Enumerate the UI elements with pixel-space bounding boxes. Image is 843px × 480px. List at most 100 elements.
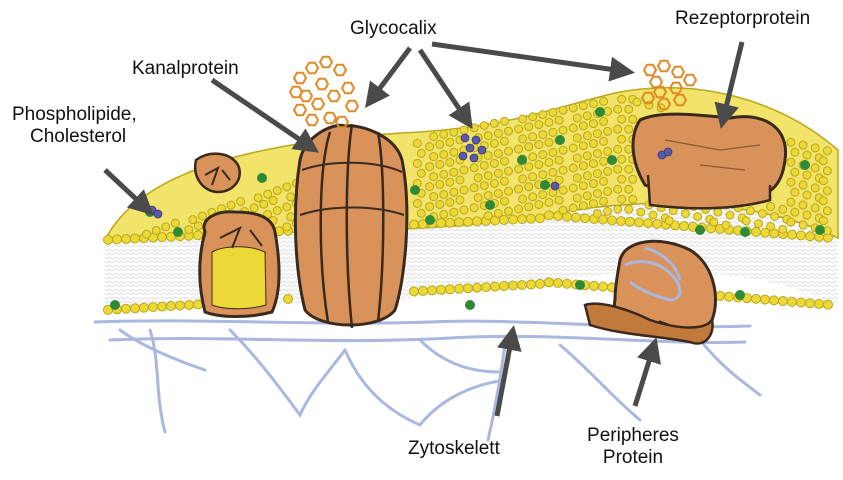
lipid-head (629, 195, 637, 203)
lipid-head (589, 160, 597, 168)
lipid-head (417, 209, 425, 217)
lipid-head (494, 209, 502, 217)
lipid-head (799, 181, 807, 189)
label-glycocalix: Glycocalix (350, 18, 437, 40)
lipid-head (549, 148, 557, 156)
lipid-head (545, 278, 554, 287)
lipid-head (599, 282, 608, 291)
lipid-head (504, 167, 512, 175)
arrow-peripheres (635, 342, 655, 406)
lipid-head (536, 279, 545, 288)
lipid-head (614, 105, 622, 113)
cholesterol-dot (173, 227, 183, 237)
lipid-head (470, 204, 478, 212)
lipid-head (436, 140, 444, 148)
lipid-head (430, 133, 438, 141)
glycocalix-unit (461, 134, 469, 142)
lipid-head (283, 183, 291, 191)
lipid-head (779, 225, 787, 233)
receptor-protein (633, 114, 786, 208)
lipid-head (491, 282, 500, 291)
lipid-head (198, 212, 206, 220)
lipid-head (573, 114, 581, 122)
lipid-head (549, 128, 557, 136)
lipid-head (618, 115, 626, 123)
lipid-head (600, 177, 608, 185)
lipid-head (758, 210, 766, 218)
lipid-head (525, 143, 533, 151)
lipid-head (535, 201, 543, 209)
lipid-head (549, 168, 557, 176)
lipid-head (797, 298, 806, 307)
lipid-head (494, 149, 502, 157)
lipid-head (284, 295, 293, 304)
lipid-head (473, 217, 482, 226)
lipid-head (771, 212, 779, 220)
lipid-head (653, 219, 662, 228)
glycocalix-ring (684, 75, 696, 85)
cholesterol-dot (485, 200, 495, 210)
arrow-glycocalix-1 (368, 48, 410, 104)
lipid-head (823, 167, 831, 175)
lipid-head (430, 153, 438, 161)
lipid-head (417, 149, 425, 157)
lipid-head (618, 175, 626, 183)
lipid-head (819, 157, 827, 165)
lipid-head (625, 125, 633, 133)
lipid-head (473, 283, 482, 292)
lipid-head (450, 208, 458, 216)
lipid-head (494, 169, 502, 177)
lipid-head (725, 292, 734, 301)
lipid-head (484, 172, 492, 180)
lipid-head (573, 134, 581, 142)
lipid-head (515, 205, 523, 213)
cholesterol-dot (800, 160, 810, 170)
lipid-head (752, 294, 761, 303)
lipid-head (787, 218, 795, 226)
lipid-head (519, 175, 527, 183)
lipid-head (583, 152, 591, 160)
lipid-head (269, 197, 277, 205)
lipid-head (446, 285, 455, 294)
lipid-head (770, 296, 779, 305)
lipid-head (600, 117, 608, 125)
lipid-head (426, 203, 434, 211)
lipid-head (791, 168, 799, 176)
lipid-head (637, 208, 645, 216)
lipid-head (484, 152, 492, 160)
cholesterol-dot (410, 185, 420, 195)
lipid-head (227, 201, 235, 209)
lipid-head (484, 212, 492, 220)
lipid-head (545, 118, 553, 126)
lipid-head (583, 192, 591, 200)
lipid-head (519, 115, 527, 123)
lipid-head (681, 210, 689, 218)
lipid-head (518, 215, 527, 224)
transmembrane-protein (200, 212, 279, 317)
lipid-head (446, 198, 454, 206)
lipid-head (722, 221, 730, 229)
lipid-head (440, 190, 448, 198)
label-kanalprotein: Kanalprotein (132, 58, 239, 80)
lipid-head (579, 162, 587, 170)
glycocalix-unit (472, 136, 480, 144)
lipid-head (545, 138, 553, 146)
lipid-head (583, 172, 591, 180)
glycocalix-unit (470, 154, 478, 162)
lipid-head (152, 226, 160, 234)
lipid-head (572, 213, 581, 222)
lipid-head (590, 281, 599, 290)
lipid-head (460, 186, 468, 194)
lipid-head (761, 295, 770, 304)
lipid-head (665, 217, 673, 225)
lipid-head (573, 154, 581, 162)
lipid-head (593, 170, 601, 178)
lipid-head (823, 187, 831, 195)
lipid-head (545, 158, 553, 166)
lipid-head (579, 182, 587, 190)
lipid-head (694, 212, 702, 220)
glycocalix-unit (478, 146, 486, 154)
cholesterol-dot (735, 290, 745, 300)
glycocalix-ring (312, 99, 324, 109)
lipid-head (579, 102, 587, 110)
